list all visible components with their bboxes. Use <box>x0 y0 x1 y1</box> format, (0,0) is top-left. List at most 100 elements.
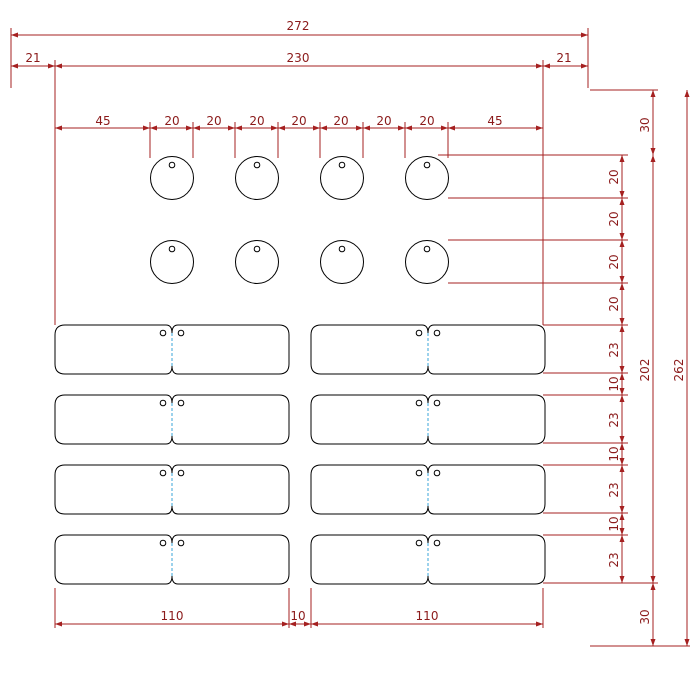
tag-r0-c0 <box>54 324 290 375</box>
circle-r1-c3 <box>405 240 449 284</box>
dim-top-30-arrow-b <box>650 148 656 155</box>
tag-r1-c1 <box>310 394 546 445</box>
dim-right-8: 10 <box>607 446 621 461</box>
dim-circle-seg-7-arrow-a <box>405 125 412 131</box>
dim-circle-seg-2-arrow-a <box>193 125 200 131</box>
dim-circle-row-2: 20 <box>206 114 221 128</box>
dim-right-seg-8-arrow-b <box>619 506 625 513</box>
dim-262-arrow-b <box>684 639 690 646</box>
dim-circle-row-4: 20 <box>291 114 306 128</box>
dimension-labels: 272 21 230 21 45 20 20 20 20 20 20 20 45… <box>25 19 686 625</box>
hole-r0-c2 <box>338 161 346 169</box>
tag-r3-c0 <box>54 534 290 585</box>
circle-r0-c1 <box>235 156 279 200</box>
hole-r1-c1 <box>253 245 261 253</box>
tag-hole-b-r1-c1 <box>433 399 441 407</box>
dim-bottom-30-arrow-b <box>650 639 656 646</box>
dim-right-seg-10-arrow-a <box>619 535 625 542</box>
dim-overall-arrow-a <box>11 32 18 38</box>
dim-circle-seg-8-arrow-b <box>536 125 543 131</box>
dim-202-arrow-a <box>650 155 656 162</box>
dim-margin-right-arrow-b <box>581 63 588 69</box>
dim-overall-width: 272 <box>287 19 310 33</box>
tag-hole-b-r0-c0 <box>177 329 185 337</box>
dim-circle-seg-4-arrow-b <box>313 125 320 131</box>
dim-top-30-arrow-a <box>650 90 656 97</box>
dim-bottom-right-arrow-b <box>536 621 543 627</box>
dim-262-arrow-a <box>684 90 690 97</box>
dim-circle-seg-1-arrow-b <box>186 125 193 131</box>
hole-r0-c1 <box>253 161 261 169</box>
tag-hole-a-r3-c0 <box>159 539 167 547</box>
circle-r1-c2 <box>320 240 364 284</box>
dim-height-262: 262 <box>672 359 686 382</box>
circle-r1-c1 <box>235 240 279 284</box>
dim-circle-seg-3-arrow-b <box>271 125 278 131</box>
dim-202-arrow-b <box>650 576 656 583</box>
dim-right-seg-1-arrow-b <box>619 233 625 240</box>
dim-bottom-30-arrow-a <box>650 583 656 590</box>
dim-right-12: 30 <box>638 609 652 624</box>
dim-right-seg-3-arrow-a <box>619 283 625 290</box>
dim-bottom-right-arrow-a <box>311 621 318 627</box>
dim-right-seg-6-arrow-a <box>619 395 625 402</box>
dim-margin-left: 21 <box>25 51 40 65</box>
dim-circle-seg-1-arrow-a <box>150 125 157 131</box>
tag-hole-b-r2-c1 <box>433 469 441 477</box>
dim-circle-row-8: 45 <box>487 114 502 128</box>
dim-right-seg-0-arrow-b <box>619 191 625 198</box>
dim-right-seg-4-arrow-b <box>619 366 625 373</box>
dim-right-seg-2-arrow-b <box>619 276 625 283</box>
dim-right-5: 23 <box>607 342 621 357</box>
dim-right-seg-6-arrow-b <box>619 436 625 443</box>
dim-right-seg-5-arrow-a <box>619 373 625 380</box>
tag-hole-a-r0-c1 <box>415 329 423 337</box>
dim-right-seg-4-arrow-a <box>619 325 625 332</box>
tag-hole-a-r1-c0 <box>159 399 167 407</box>
dim-right-seg-7-arrow-a <box>619 443 625 450</box>
tag-r2-c0 <box>54 464 290 515</box>
tag-r0-c1 <box>310 324 546 375</box>
dim-circle-seg-6-arrow-b <box>398 125 405 131</box>
circle-r0-c0 <box>150 156 194 200</box>
dim-margin-left-arrow-b <box>48 63 55 69</box>
dim-right-0: 30 <box>638 117 652 132</box>
dim-right-2: 20 <box>607 211 621 226</box>
tag-hole-a-r3-c1 <box>415 539 423 547</box>
dim-circle-seg-0-arrow-b <box>143 125 150 131</box>
tag-hole-a-r0-c0 <box>159 329 167 337</box>
dim-circle-seg-6-arrow-a <box>363 125 370 131</box>
dim-circle-seg-0-arrow-a <box>55 125 62 131</box>
circle-r0-c3 <box>405 156 449 200</box>
tag-hole-a-r2-c0 <box>159 469 167 477</box>
dim-overall-arrow-b <box>581 32 588 38</box>
circle-r1-c0 <box>150 240 194 284</box>
tag-r3-c1 <box>310 534 546 585</box>
tag-hole-b-r3-c1 <box>433 539 441 547</box>
dim-right-4: 20 <box>607 296 621 311</box>
dimension-lines <box>10 28 690 647</box>
dim-right-seg-7-arrow-b <box>619 458 625 465</box>
dim-margin-left-arrow-a <box>11 63 18 69</box>
dim-inner-arrow-b <box>536 63 543 69</box>
dim-margin-right-arrow-a <box>543 63 550 69</box>
dim-inner-width: 230 <box>287 51 310 65</box>
dim-circle-row-7: 20 <box>419 114 434 128</box>
dim-right-10: 10 <box>607 516 621 531</box>
dim-circle-seg-4-arrow-a <box>278 125 285 131</box>
dim-right-seg-10-arrow-b <box>619 576 625 583</box>
dim-right-11: 23 <box>607 552 621 567</box>
dim-circle-seg-7-arrow-b <box>441 125 448 131</box>
dim-bottom-gap: 10 <box>290 609 305 623</box>
dim-circle-row-1: 20 <box>164 114 179 128</box>
dim-inner-arrow-a <box>55 63 62 69</box>
dim-right-3: 20 <box>607 254 621 269</box>
dim-margin-right: 21 <box>556 51 571 65</box>
tag-hole-b-r2-c0 <box>177 469 185 477</box>
hole-r1-c3 <box>423 245 431 253</box>
dim-circle-seg-2-arrow-b <box>228 125 235 131</box>
dim-circle-seg-8-arrow-a <box>448 125 455 131</box>
dim-right-9: 23 <box>607 482 621 497</box>
dim-circle-row-0: 45 <box>95 114 110 128</box>
